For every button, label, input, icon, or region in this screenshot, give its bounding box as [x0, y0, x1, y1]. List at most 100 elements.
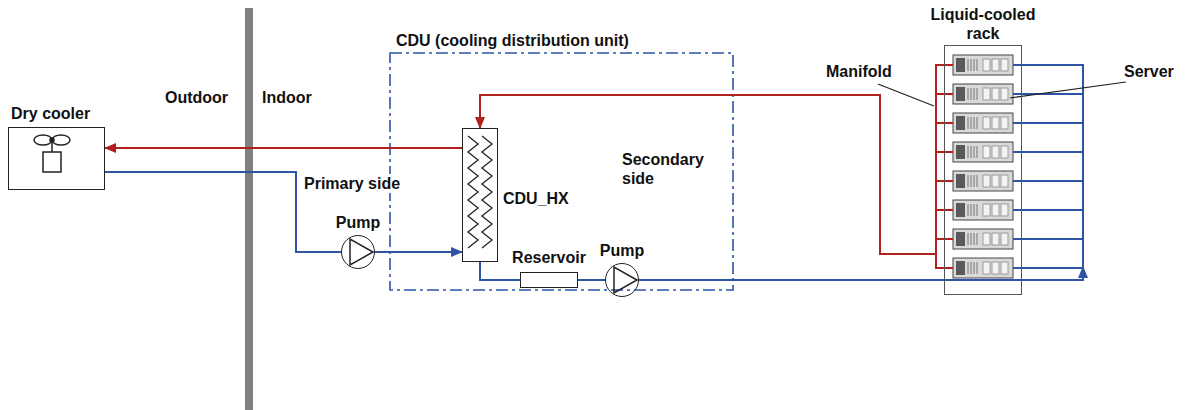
- server-chassis: [953, 142, 1013, 162]
- server-chassis: [953, 200, 1013, 220]
- server-vent: [971, 59, 972, 71]
- return-stub: [1013, 209, 1083, 211]
- manifold-pipes: [936, 64, 1083, 269]
- annotation-label: Manifold: [826, 62, 892, 81]
- drive-bay: [983, 117, 990, 129]
- annotation-label: Server: [1124, 62, 1174, 81]
- node-label: Pump: [600, 241, 644, 260]
- server-vent: [974, 204, 975, 216]
- server-vent: [977, 59, 978, 71]
- server-vent: [977, 175, 978, 187]
- drive-bay: [992, 117, 999, 129]
- server-vent: [971, 262, 972, 274]
- drive-bay: [992, 88, 999, 100]
- server-vent: [968, 117, 969, 129]
- return-stub: [1013, 267, 1083, 269]
- server-vent: [974, 117, 975, 129]
- node-label: Liquid-cooled rack: [913, 5, 1053, 43]
- drive-bay: [1001, 262, 1008, 274]
- server-vent: [968, 233, 969, 245]
- server-vent: [968, 146, 969, 158]
- drive-bay: [983, 175, 990, 187]
- pipe-connector: [105, 147, 462, 149]
- server-chassis: [953, 258, 1013, 278]
- server-vent: [977, 88, 978, 100]
- drive-bay: [992, 59, 999, 71]
- return-stub: [1013, 238, 1083, 240]
- pump-circle: Pump: [605, 263, 639, 297]
- drive-bay: [983, 59, 990, 71]
- server-vent: [974, 146, 975, 158]
- server-vent: [971, 175, 972, 187]
- server-panel: [956, 174, 965, 188]
- drive-bay: [983, 88, 990, 100]
- drive-bay: [1001, 146, 1008, 158]
- drive-bay: [1001, 175, 1008, 187]
- drive-bay: [1001, 233, 1008, 245]
- drive-bay: [992, 204, 999, 216]
- server-vent: [971, 117, 972, 129]
- server-vent: [974, 233, 975, 245]
- server-vent: [977, 146, 978, 158]
- server-panel: [956, 261, 965, 275]
- drive-bay: [983, 262, 990, 274]
- server-chassis: [953, 55, 1013, 75]
- manifold-pipe: [935, 64, 937, 269]
- server-panel: [956, 87, 965, 101]
- return-pipe: [1082, 64, 1084, 268]
- return-stub: [1013, 151, 1083, 153]
- pipe-connector: [375, 251, 462, 253]
- drive-bay: [992, 262, 999, 274]
- leader-lines: [878, 82, 1126, 106]
- dry-cooler-box: Dry cooler: [8, 127, 105, 190]
- pump-symbol: [350, 239, 637, 293]
- drive-bay: [992, 175, 999, 187]
- server-vent: [974, 175, 975, 187]
- fan-icon: [34, 135, 70, 172]
- drive-bay: [1001, 204, 1008, 216]
- heat-exchanger-plates: [468, 136, 492, 248]
- server-chassis: [953, 84, 1013, 104]
- server-chassis: [953, 113, 1013, 133]
- server-vent: [968, 204, 969, 216]
- server-vent: [971, 204, 972, 216]
- server-vent: [968, 262, 969, 274]
- server-panel: [956, 58, 965, 72]
- annotation-label: Primary side: [302, 174, 402, 193]
- server-units: [953, 55, 1013, 278]
- cdu-region: CDU (cooling distribution unit)CDU_HXRes…: [390, 53, 733, 290]
- server-vent: [968, 175, 969, 187]
- node-label: CDU_HX: [503, 189, 569, 208]
- server-chassis: [953, 229, 1013, 249]
- drive-bay: [1001, 59, 1008, 71]
- drive-bay: [1001, 88, 1008, 100]
- hx-plate: [468, 136, 478, 248]
- node-label: Reservoir: [512, 248, 586, 267]
- return-stub: [1013, 122, 1083, 124]
- drive-bay: [983, 204, 990, 216]
- node-label: Pump: [336, 213, 380, 232]
- server-vent: [977, 233, 978, 245]
- server-vent: [968, 88, 969, 100]
- server-vent: [971, 88, 972, 100]
- server-vent: [977, 117, 978, 129]
- server-vent: [977, 262, 978, 274]
- pump-circle: Pump: [341, 235, 375, 269]
- return-stub: [1013, 180, 1083, 182]
- pipe-connector: [480, 95, 936, 254]
- wall: [245, 8, 253, 410]
- annotation-label: Indoor: [262, 88, 312, 107]
- drive-bay: [992, 233, 999, 245]
- annotation-label: Outdoor: [165, 88, 228, 107]
- server-vent: [974, 262, 975, 274]
- server-panel: [956, 232, 965, 246]
- hx-plate: [482, 136, 492, 248]
- drive-bay: [1001, 117, 1008, 129]
- server-vent: [968, 59, 969, 71]
- server-vent: [974, 59, 975, 71]
- server-panel: [956, 116, 965, 130]
- server-vent: [974, 88, 975, 100]
- server-vent: [971, 233, 972, 245]
- return-stub: [1013, 64, 1083, 66]
